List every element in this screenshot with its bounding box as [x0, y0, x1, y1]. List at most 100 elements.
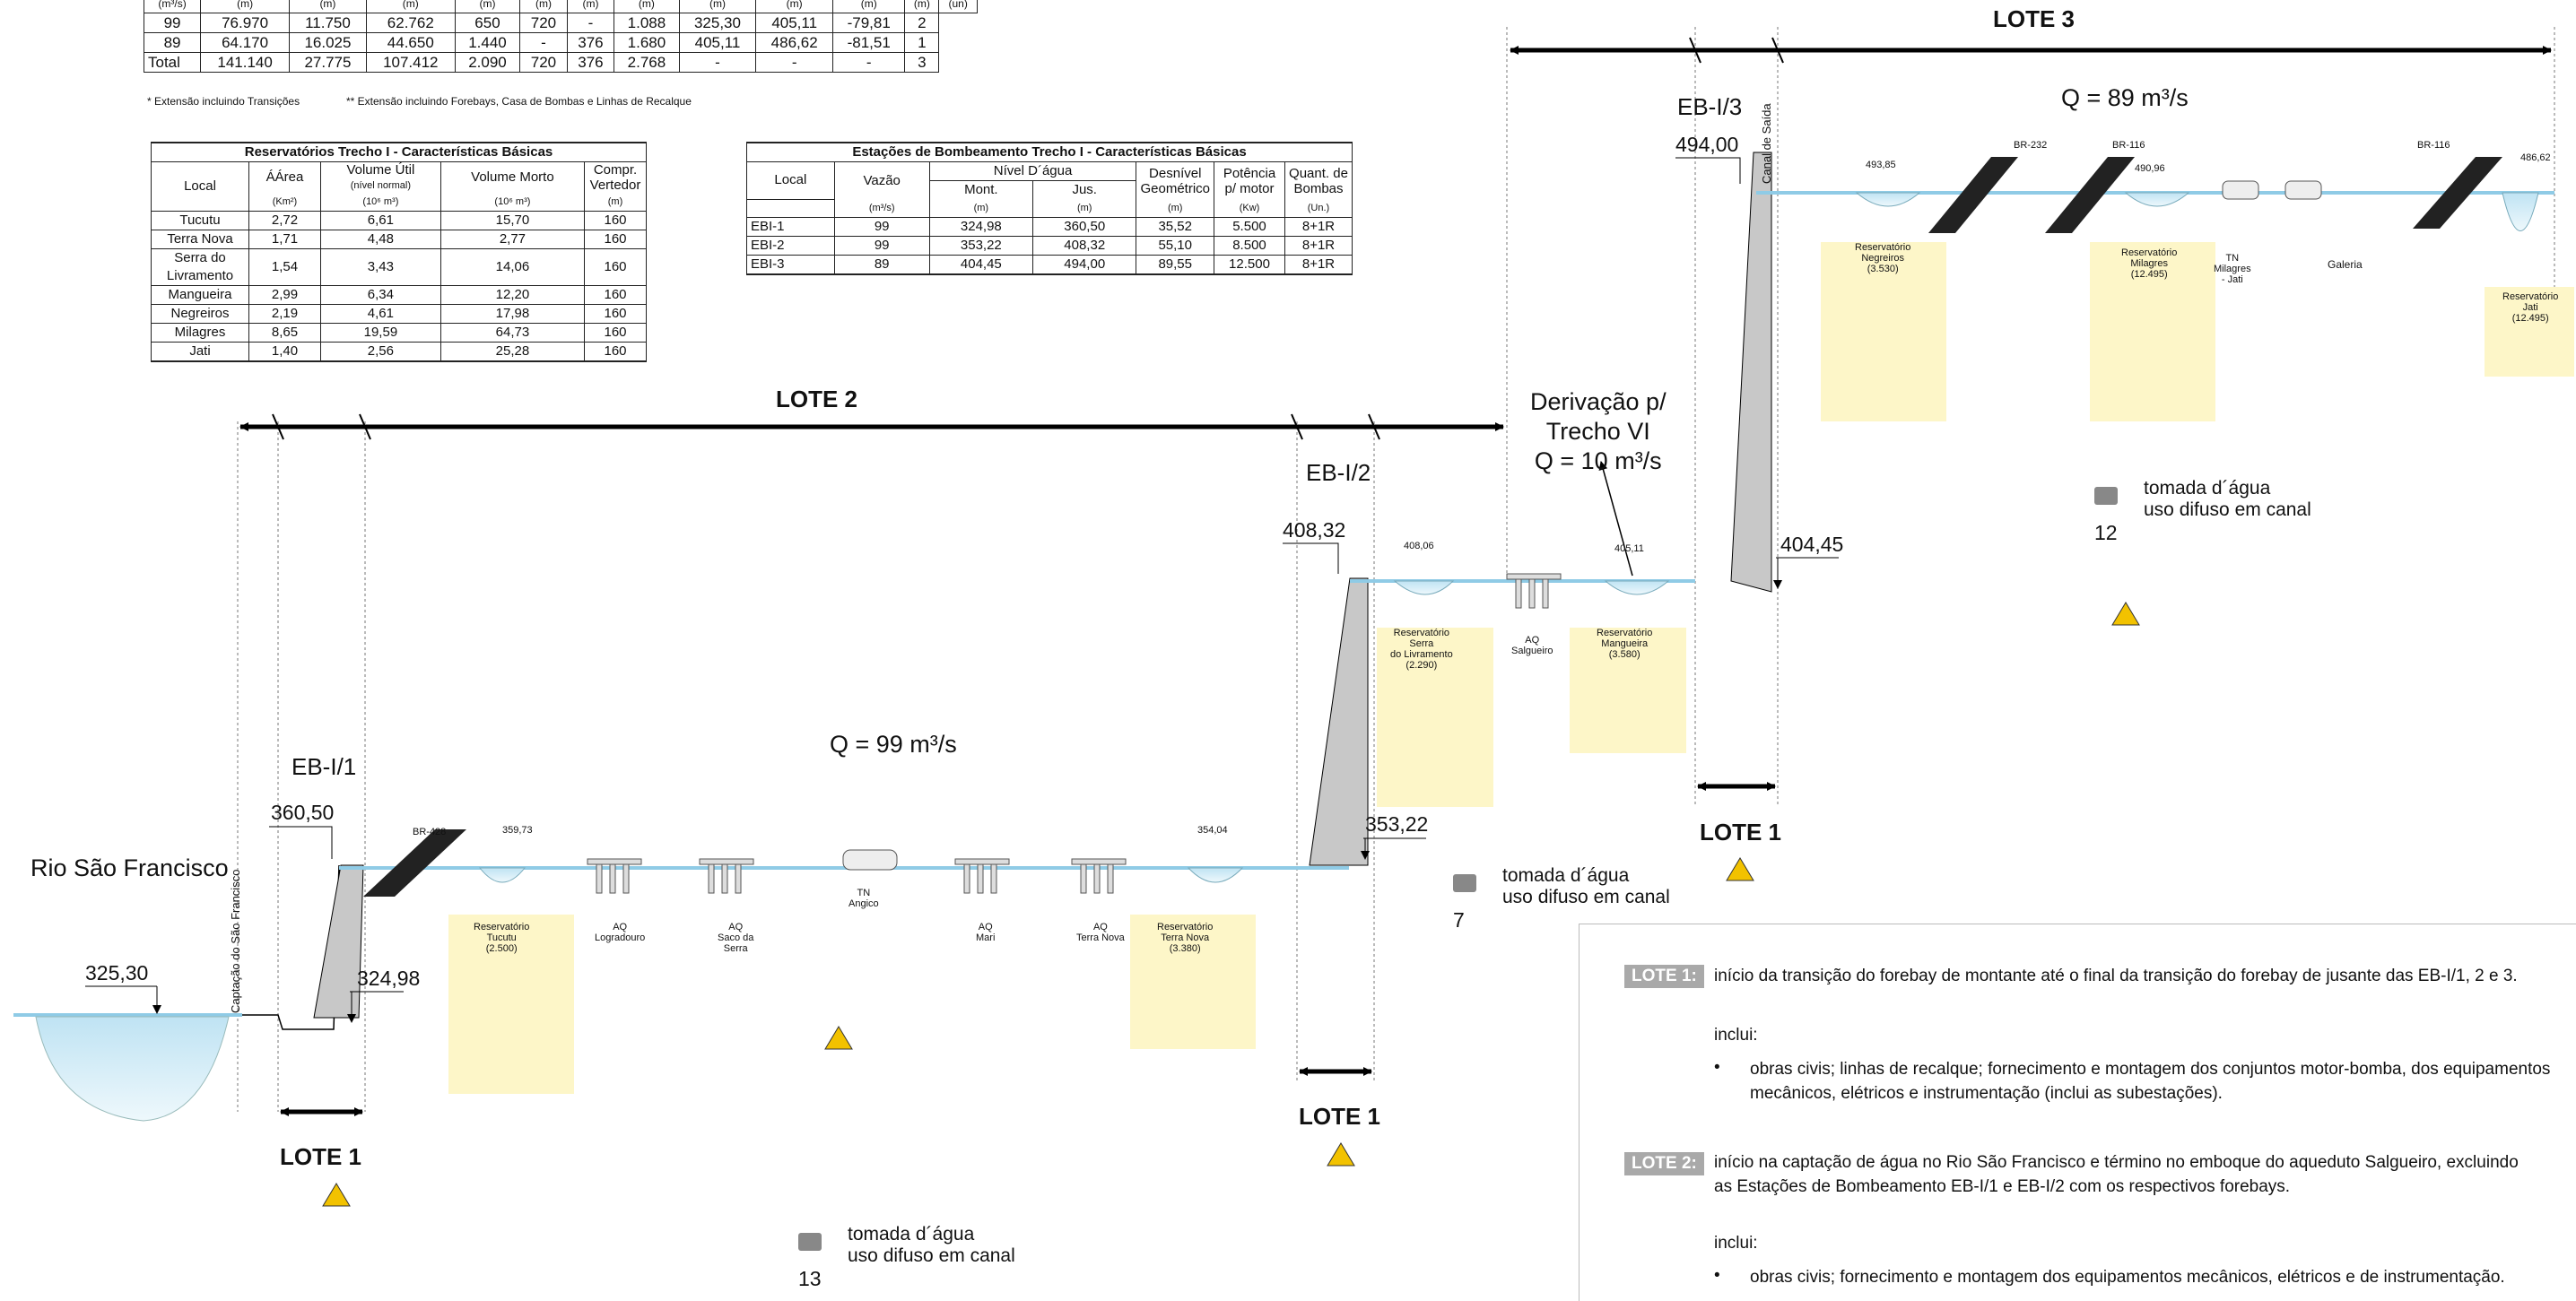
res-line: Jati [2522, 302, 2538, 313]
faucet-icon [798, 1233, 822, 1251]
table-cell: EBI-2 [746, 236, 835, 256]
wl-49096: 490,96 [2135, 163, 2165, 174]
aq-line: Mari [976, 932, 996, 943]
aq-line: Terra Nova [1076, 932, 1125, 943]
lote1-text: início da transição do forebay de montan… [1714, 967, 2518, 985]
lote2-inclui: inclui: [1714, 1234, 1758, 1253]
tomada-line2: uso difuso em canal [848, 1245, 1015, 1266]
tunnels-lote3 [2222, 180, 2322, 200]
aq-line: Salgueiro [1511, 646, 1553, 656]
table-cell: 1.680 [614, 32, 680, 53]
table-cell: 25,28 [439, 342, 586, 362]
bullet-dot: • [1714, 1266, 1720, 1285]
table-cell: 4,48 [319, 230, 441, 249]
elev-32498: 324,98 [357, 967, 421, 990]
table-cell: 3 [904, 52, 940, 73]
table-cell: 160 [584, 248, 647, 286]
tomada-12: tomada d´água uso difuso em canal 12 [2094, 478, 2311, 545]
table-header-row: Local ÁÁrea Volume Útil(nível normal) Vo… [151, 161, 647, 212]
table-cell: 720 [519, 52, 568, 73]
table-cell: 55,10 [1136, 236, 1214, 256]
aq-line: AQ [1092, 922, 1108, 932]
lote2-text: início na captação de água no Rio São Fr… [1714, 1153, 2519, 1196]
tomada-line1: tomada d´água [1502, 865, 1630, 886]
table-cell: 99 [833, 236, 930, 256]
table-cell: - [678, 52, 757, 73]
ebi2-label: EB-I/2 [1306, 459, 1371, 486]
table-cell: 8+1R [1284, 236, 1353, 256]
faucet-icon [1453, 874, 1476, 892]
res-line: (3.580) [1608, 649, 1640, 660]
table-cell: 89 [833, 255, 930, 275]
table-subheader-row: Mont. Jus. [747, 180, 1353, 199]
table-cell: -79,81 [832, 13, 906, 33]
lote1-tag: LOTE 1: [1624, 965, 1704, 988]
res-line: (12.495) [2511, 313, 2549, 324]
lote3-label: LOTE 3 [1993, 5, 2076, 32]
table-cell: 27.775 [289, 52, 367, 73]
ebi1-label: EB-I/1 [292, 753, 357, 780]
elev-35322: 353,22 [1365, 812, 1429, 836]
table-cell: Serra do Livramento [151, 248, 249, 286]
res-line: do Livramento [1390, 649, 1453, 660]
table-cell: 19,59 [319, 323, 441, 343]
lote1-bullet-text: obras civis; linhas de recalque; forneci… [1750, 1060, 2551, 1103]
table-cell: 141.140 [200, 52, 291, 73]
ebi3-label: EB-I/3 [1677, 93, 1743, 120]
table-cell: 1,40 [248, 342, 321, 362]
res-line: Reservatório [474, 922, 530, 932]
col-desnivel: Desnível Geométrico [1136, 161, 1214, 199]
res-line: Reservatório [1393, 628, 1450, 638]
res-line: Mangueira [1601, 638, 1649, 649]
elev-49400: 494,00 [1675, 133, 1739, 156]
col-jus: Jus. [1031, 180, 1137, 199]
tunnel-angico [842, 849, 898, 871]
wl-35973: 359,73 [502, 825, 533, 836]
table-cell: 16.025 [289, 32, 367, 53]
wl-40511: 405,11 [1614, 543, 1644, 554]
table-cell: - [832, 52, 906, 73]
table-cell: 160 [584, 211, 647, 230]
top-table: (m³/s)(m)(m)(m)(m)(m)(m)(m)(m)(m)(m)(m)(… [143, 0, 978, 73]
wl-35404: 354,04 [1197, 825, 1228, 836]
tomada-line2: uso difuso em canal [1502, 887, 1670, 907]
lote2-label: LOTE 2 [776, 386, 858, 412]
elev-40445: 404,45 [1780, 533, 1844, 556]
captacao-label: Captação do São Francisco [229, 869, 242, 1013]
res-line: (2.500) [485, 943, 518, 954]
tomada-count: 13 [798, 1267, 822, 1290]
lote2-bullet-text: obras civis; fornecimento e montagem dos… [1750, 1268, 2505, 1287]
lote1-inclui: inclui: [1714, 1026, 1758, 1045]
reservatorios-title: Reservatórios Trecho I - Características… [151, 142, 647, 162]
elevation-callouts [269, 157, 1839, 1023]
wl-48662: 486,62 [2520, 152, 2551, 163]
col-vol-morto: Volume Morto [439, 161, 586, 193]
table-cell: Tucutu [151, 211, 249, 230]
rio-label: Rio São Francisco [30, 854, 229, 881]
res-line: Tucutu [486, 932, 517, 943]
table-cell: Jati [151, 342, 249, 362]
flow-q89: Q = 89 m³/s [2061, 84, 2189, 111]
col-nivel: Nível D´água [928, 161, 1137, 181]
br116-label-b: BR-116 [2417, 140, 2450, 151]
reservoirs [478, 192, 2539, 883]
canal-saida-label: Canal de Saída [1760, 103, 1773, 184]
wl-40806: 408,06 [1404, 541, 1434, 551]
table-cell: 8+1R [1284, 255, 1353, 275]
